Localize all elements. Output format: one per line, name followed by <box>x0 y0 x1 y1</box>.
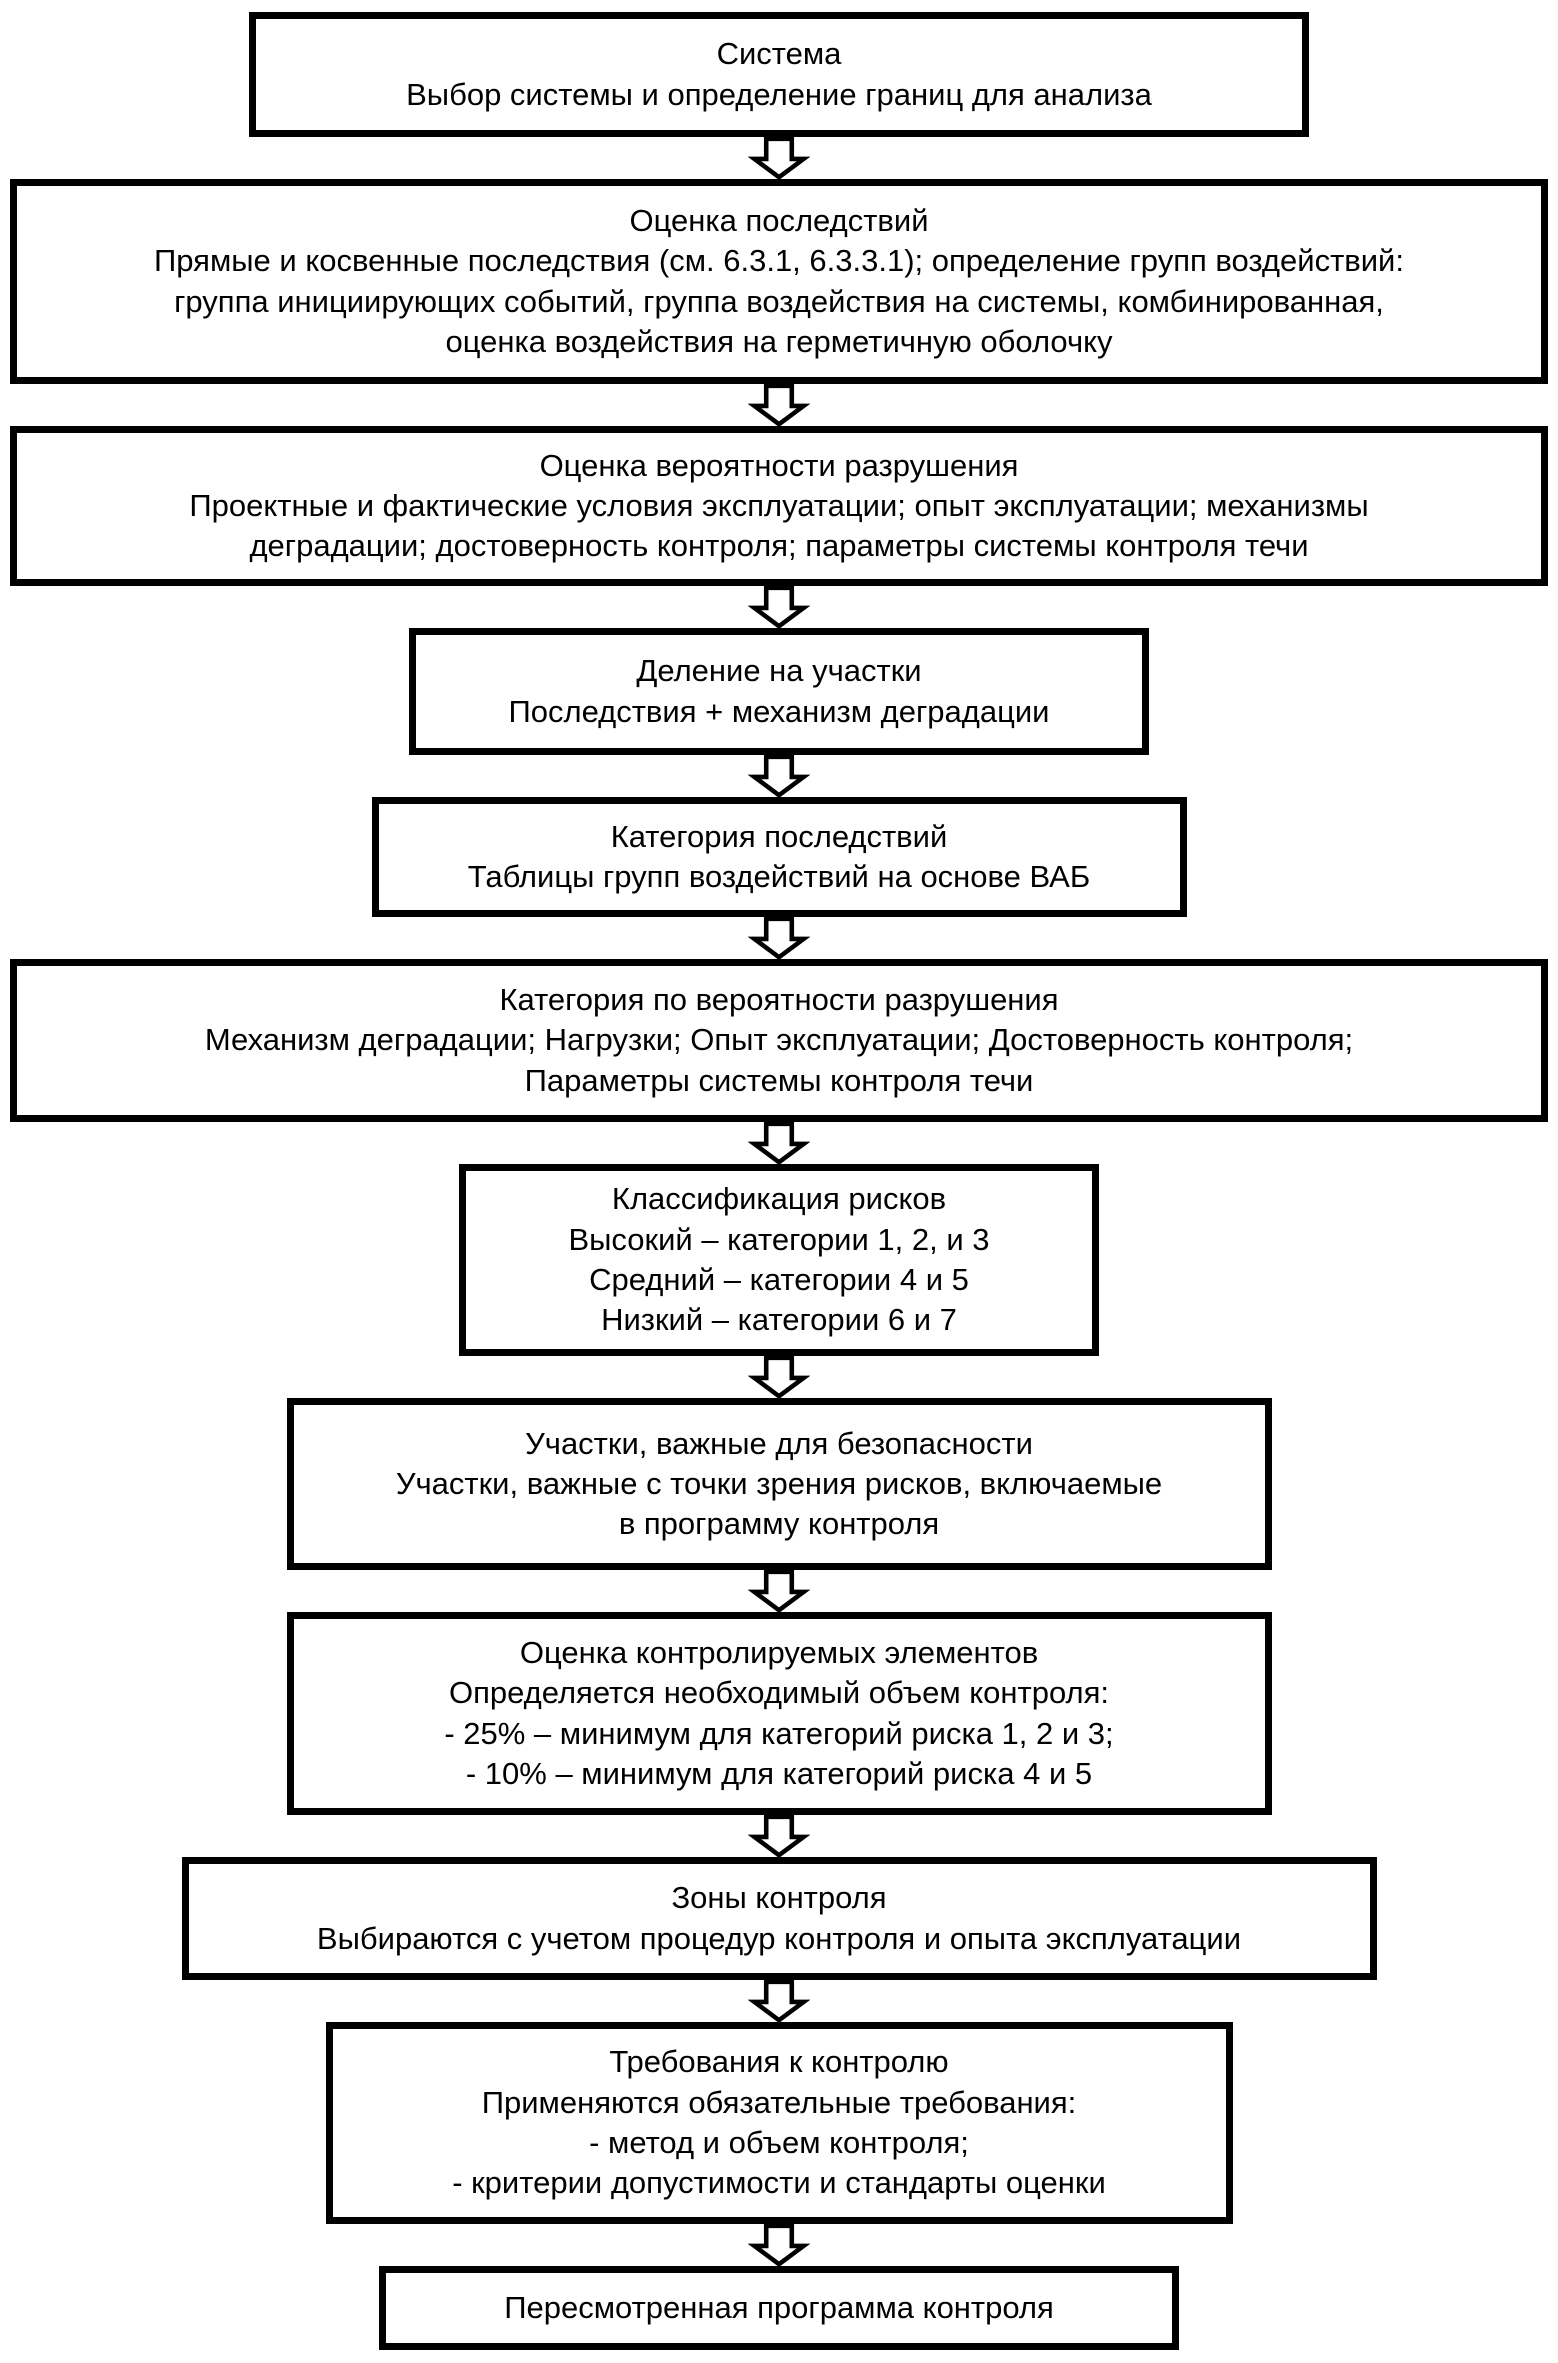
down-block-arrow-icon <box>748 384 810 426</box>
node-title: Классификация рисков <box>611 1181 947 1217</box>
node-title: Оценка контролируемых элементов <box>519 1634 1039 1670</box>
node-title: Зоны контроля <box>671 1880 887 1916</box>
node-revised-inspection-program: Пересмотренная программа контроля <box>379 2266 1179 2350</box>
node-title: Участки, важные для безопасности <box>525 1425 1033 1461</box>
node-title: Оценка вероятности разрушения <box>539 447 1019 483</box>
node-title: Категория по вероятности разрушения <box>499 982 1059 1018</box>
down-block-arrow-icon <box>748 917 810 959</box>
node-text-line: Выбираются с учетом процедур контроля и … <box>316 1920 1242 1956</box>
node-title: Категория последствий <box>610 818 948 854</box>
down-block-arrow-icon <box>748 755 810 797</box>
node-segmentation: Деление на участки Последствия + механиз… <box>409 628 1149 755</box>
node-text-line: Применяются обязательные требования: <box>481 2084 1077 2120</box>
down-block-arrow-icon <box>748 1815 810 1857</box>
node-inspection-zones: Зоны контроля Выбираются с учетом процед… <box>181 1857 1377 1980</box>
down-block-arrow-icon <box>748 586 810 628</box>
node-text-line: Средний – категории 4 и 5 <box>589 1262 969 1297</box>
down-block-arrow-icon <box>748 2224 810 2266</box>
node-failure-probability-category: Категория по вероятности разрушения Меха… <box>10 959 1548 1122</box>
down-block-arrow-icon <box>748 1980 810 2022</box>
node-text-line: в программу контроля <box>618 1506 940 1542</box>
node-failure-probability-assessment: Оценка вероятности разрушения Проектные … <box>10 426 1548 586</box>
node-title: Оценка последствий <box>629 202 929 238</box>
down-block-arrow-icon <box>748 1570 810 1612</box>
node-consequence-category: Категория последствий Таблицы групп возд… <box>371 797 1187 917</box>
node-inspection-requirements: Требования к контролю Применяются обязат… <box>325 2022 1233 2224</box>
node-text-line: - 10% – минимум для категорий риска 4 и … <box>465 1755 1093 1791</box>
node-text-line: группа инициирующих событий, группа возд… <box>174 283 1384 319</box>
node-title: Пересмотренная программа контроля <box>504 2289 1054 2325</box>
node-system: Система Выбор системы и определение гран… <box>249 12 1309 137</box>
node-title: Деление на участки <box>636 653 922 689</box>
down-block-arrow-icon <box>748 1356 810 1398</box>
down-block-arrow-icon <box>748 1122 810 1164</box>
node-text-line: Прямые и косвенные последствия (см. 6.3.… <box>154 243 1404 279</box>
node-safety-important-segments: Участки, важные для безопасности Участки… <box>286 1398 1272 1570</box>
down-block-arrow-icon <box>748 137 810 179</box>
node-text-line: Определяется необходимый объем контроля: <box>448 1675 1110 1711</box>
node-text-line: Механизм деградации; Нагрузки; Опыт эксп… <box>204 1022 1354 1058</box>
node-inspected-elements-assessment: Оценка контролируемых элементов Определя… <box>286 1612 1272 1815</box>
node-risk-classification: Классификация рисков Высокий – категории… <box>459 1164 1099 1356</box>
node-title: Система <box>716 36 842 72</box>
node-text-line: - 25% – минимум для категорий риска 1, 2… <box>444 1715 1114 1751</box>
node-text-line: оценка воздействия на герметичную оболоч… <box>445 323 1113 359</box>
node-text-line: - критерии допустимости и стандарты оцен… <box>452 2165 1106 2201</box>
node-text-line: Параметры системы контроля течи <box>524 1062 1034 1098</box>
node-text-line: - метод и объем контроля; <box>589 2125 969 2160</box>
node-text-line: деградации; достоверность контроля; пара… <box>249 528 1309 564</box>
node-text-line: Проектные и фактические условия эксплуат… <box>189 487 1369 523</box>
node-text-line: Высокий – категории 1, 2, и 3 <box>568 1221 990 1257</box>
node-text-line: Выбор системы и определение границ для а… <box>406 76 1152 112</box>
node-text-line: Низкий – категории 6 и 7 <box>601 1302 957 1338</box>
node-text-line: Таблицы групп воздействий на основе ВАБ <box>467 859 1091 894</box>
node-text-line: Последствия + механизм деградации <box>508 693 1050 729</box>
node-title: Требования к контролю <box>609 2044 949 2080</box>
node-text-line: Участки, важные с точки зрения рисков, в… <box>395 1465 1163 1501</box>
node-consequence-assessment: Оценка последствий Прямые и косвенные по… <box>10 179 1548 384</box>
